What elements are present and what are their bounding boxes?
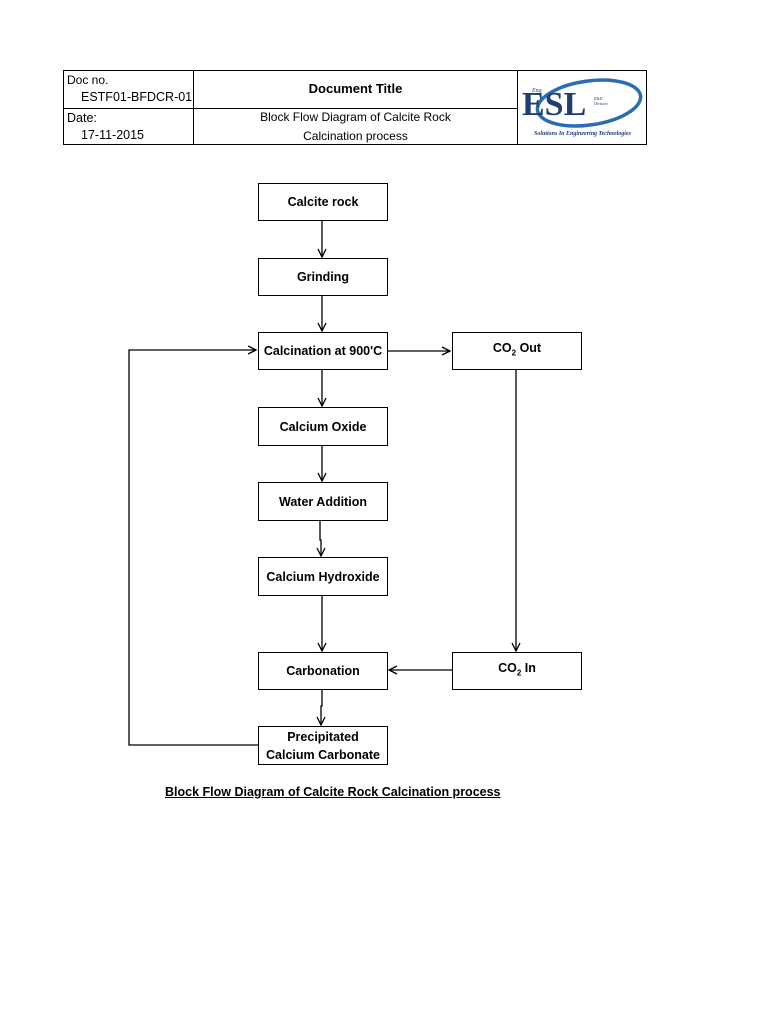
box-precipitated-calcium-carbonate: Precipitated Calcium Carbonate (258, 726, 388, 765)
co2-in-text: CO2 In (498, 661, 536, 678)
esl-logo: ESL Eng R&D Division Solutions In Engine… (519, 73, 646, 143)
logo-superscript-left: Eng (531, 88, 542, 94)
doc-no-label: Doc no. (67, 73, 109, 87)
header-divider (517, 71, 518, 144)
box-calcite-rock: Calcite rock (258, 183, 388, 221)
box-carbonation: Carbonation (258, 652, 388, 690)
diagram-caption: Block Flow Diagram of Calcite Rock Calci… (165, 785, 501, 799)
logo-superscript-right: R&D (593, 96, 603, 101)
document-title-label: Document Title (308, 81, 403, 96)
co2-out-text: CO2 Out (492, 341, 542, 358)
arrow-carbonation-to-precipitated (321, 690, 322, 725)
arrow-recycle-to-calcination (128, 350, 258, 746)
precipitated-line-2: Calcium Carbonate (266, 747, 380, 762)
logo-tagline: Solutions In Engineering Technologies (534, 131, 631, 137)
title-line-1: Block Flow Diagram of Calcite Rock (260, 110, 451, 124)
date-label: Date: (67, 111, 97, 125)
doc-no-value: ESTF01-BFDCR-01 (81, 90, 193, 104)
header-divider (64, 108, 517, 109)
header-divider (193, 71, 194, 144)
date-value: 17-11-2015 (81, 128, 145, 142)
precipitated-line-1: Precipitated (287, 729, 359, 744)
esl-logo-mark: ESL Eng R&D Division (522, 78, 643, 128)
document-header-table: Doc no. ESTF01-BFDCR-01 Date: 17-11-2015… (63, 70, 647, 145)
box-co2-in: CO2 In (452, 652, 582, 690)
box-calcium-oxide: Calcium Oxide (258, 407, 388, 446)
box-water-addition: Water Addition (258, 482, 388, 521)
box-grinding: Grinding (258, 258, 388, 296)
box-calcination: Calcination at 900'C (258, 332, 388, 370)
logo-text: ESL (522, 86, 586, 123)
box-calcium-hydroxide: Calcium Hydroxide (258, 557, 388, 596)
title-line-2: Calcination process (303, 129, 408, 143)
box-co2-out: CO2 Out (452, 332, 582, 370)
arrow-water-to-hydroxide (320, 521, 321, 556)
svg-text:Division: Division (593, 101, 608, 106)
document-title-value: Block Flow Diagram of Calcite Rock Calci… (194, 108, 517, 146)
